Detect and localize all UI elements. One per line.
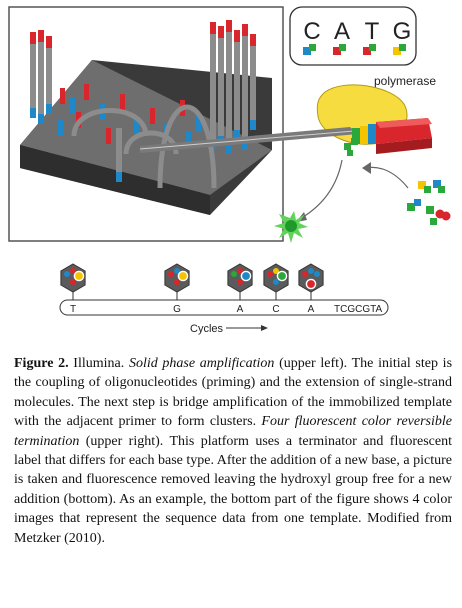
cluster-spot bbox=[237, 279, 243, 285]
incorporated-dyes bbox=[344, 138, 358, 156]
strand-tip bbox=[210, 22, 216, 34]
strand-tip bbox=[250, 34, 256, 46]
cluster-spot bbox=[305, 278, 317, 290]
growing-strand bbox=[352, 118, 432, 154]
template-strand bbox=[226, 20, 232, 154]
legend-dye-g bbox=[393, 44, 406, 55]
sequence-tail: TCGCGTA bbox=[334, 304, 382, 315]
bridge-strand bbox=[157, 104, 217, 189]
strand-tip bbox=[38, 30, 44, 42]
template-strand bbox=[46, 36, 52, 114]
template-strand bbox=[242, 24, 248, 150]
solid-phase-panel bbox=[8, 6, 284, 242]
strand-tip bbox=[242, 24, 248, 36]
short-strand bbox=[60, 88, 65, 104]
legend-dye-t bbox=[363, 44, 376, 55]
template-strand bbox=[116, 128, 122, 182]
cluster-spot bbox=[177, 270, 189, 282]
cluster-spot bbox=[174, 268, 180, 274]
short-strand bbox=[186, 132, 191, 148]
cluster-spot bbox=[302, 271, 308, 277]
cluster-spot bbox=[64, 271, 70, 277]
template-strand bbox=[30, 32, 36, 118]
short-strand bbox=[84, 84, 89, 100]
short-strand bbox=[196, 116, 201, 132]
legend-dye-a bbox=[333, 44, 346, 55]
sequence-letter: A bbox=[237, 304, 244, 315]
cycle-images bbox=[60, 263, 324, 300]
caption-text: (upper left). The initial step is the co… bbox=[14, 356, 453, 430]
strand-tip bbox=[218, 26, 224, 38]
cluster-spot bbox=[273, 268, 279, 274]
strand-tip bbox=[30, 32, 36, 44]
strand-base bbox=[250, 120, 256, 130]
sequence-letter: T bbox=[70, 304, 76, 315]
illumina-figure: C A T G polymerase bbox=[8, 6, 451, 335]
cluster-spot bbox=[73, 270, 85, 282]
sequence-letter: G bbox=[173, 304, 181, 315]
cycles-label: Cycles bbox=[190, 323, 224, 335]
polymerase-label: polymerase bbox=[374, 74, 436, 88]
strand-base bbox=[234, 130, 240, 140]
legend-dye-c bbox=[303, 44, 316, 55]
strand-base bbox=[242, 140, 248, 150]
fluorescent-flash bbox=[274, 211, 308, 243]
legend-letter-c: C bbox=[303, 18, 320, 45]
caption-text: (upper right). This platform uses a term… bbox=[14, 433, 452, 546]
caption-emphasis: Solid phase amplification bbox=[128, 356, 275, 371]
strand-base bbox=[30, 108, 36, 118]
strand-base bbox=[226, 144, 232, 154]
legend-letter-t: T bbox=[365, 18, 380, 45]
legend-letter-a: A bbox=[334, 18, 350, 45]
short-strand bbox=[150, 108, 155, 124]
sequence-readout: T G A C A TCGCGTA Cycles bbox=[59, 263, 389, 335]
strand-base bbox=[46, 104, 52, 114]
cluster-spot bbox=[237, 268, 243, 274]
cluster-spot bbox=[168, 271, 174, 277]
caption-label: Figure 2. bbox=[14, 356, 69, 371]
strand-tip bbox=[226, 20, 232, 32]
cluster-spot bbox=[174, 279, 180, 285]
strand-base bbox=[116, 172, 122, 182]
legend-letter-g: G bbox=[393, 18, 412, 45]
strand-tip bbox=[46, 36, 52, 48]
sequence-letter: A bbox=[308, 304, 315, 315]
sequence-letter: C bbox=[272, 304, 279, 315]
template-strand bbox=[210, 22, 216, 150]
cluster-spot bbox=[70, 268, 76, 274]
incoming-arrow bbox=[365, 166, 409, 189]
template-strand bbox=[38, 30, 44, 124]
free-nucleotides bbox=[407, 180, 451, 225]
strand-base bbox=[38, 114, 44, 124]
template-strand bbox=[250, 34, 256, 130]
template-strand bbox=[218, 26, 224, 146]
short-strand bbox=[70, 98, 75, 114]
bases-legend: C A T G bbox=[289, 6, 417, 66]
flowcell-strands bbox=[30, 20, 256, 189]
figure-caption: Figure 2. Illumina. Solid phase amplific… bbox=[14, 354, 452, 548]
strand-tip bbox=[234, 30, 240, 42]
bridge-strand bbox=[71, 108, 149, 137]
caption-text: Illumina. bbox=[68, 356, 129, 371]
sequence-bar bbox=[59, 299, 389, 316]
cluster-spot bbox=[231, 271, 237, 277]
cluster-spot bbox=[308, 268, 314, 274]
cluster-spot bbox=[70, 279, 76, 285]
caption-emphasis: Four fluorescent color reversible termin… bbox=[14, 414, 452, 449]
cluster-spot bbox=[276, 270, 288, 282]
cluster-spot bbox=[267, 271, 273, 277]
template-strand bbox=[234, 30, 240, 140]
cluster-spot bbox=[314, 271, 320, 277]
cluster-spot bbox=[240, 270, 252, 282]
cluster-spot bbox=[273, 279, 279, 285]
short-strand bbox=[134, 118, 139, 134]
short-strand bbox=[106, 128, 111, 144]
short-strand bbox=[120, 94, 125, 110]
short-strand bbox=[58, 120, 63, 136]
release-arrow bbox=[297, 159, 343, 221]
